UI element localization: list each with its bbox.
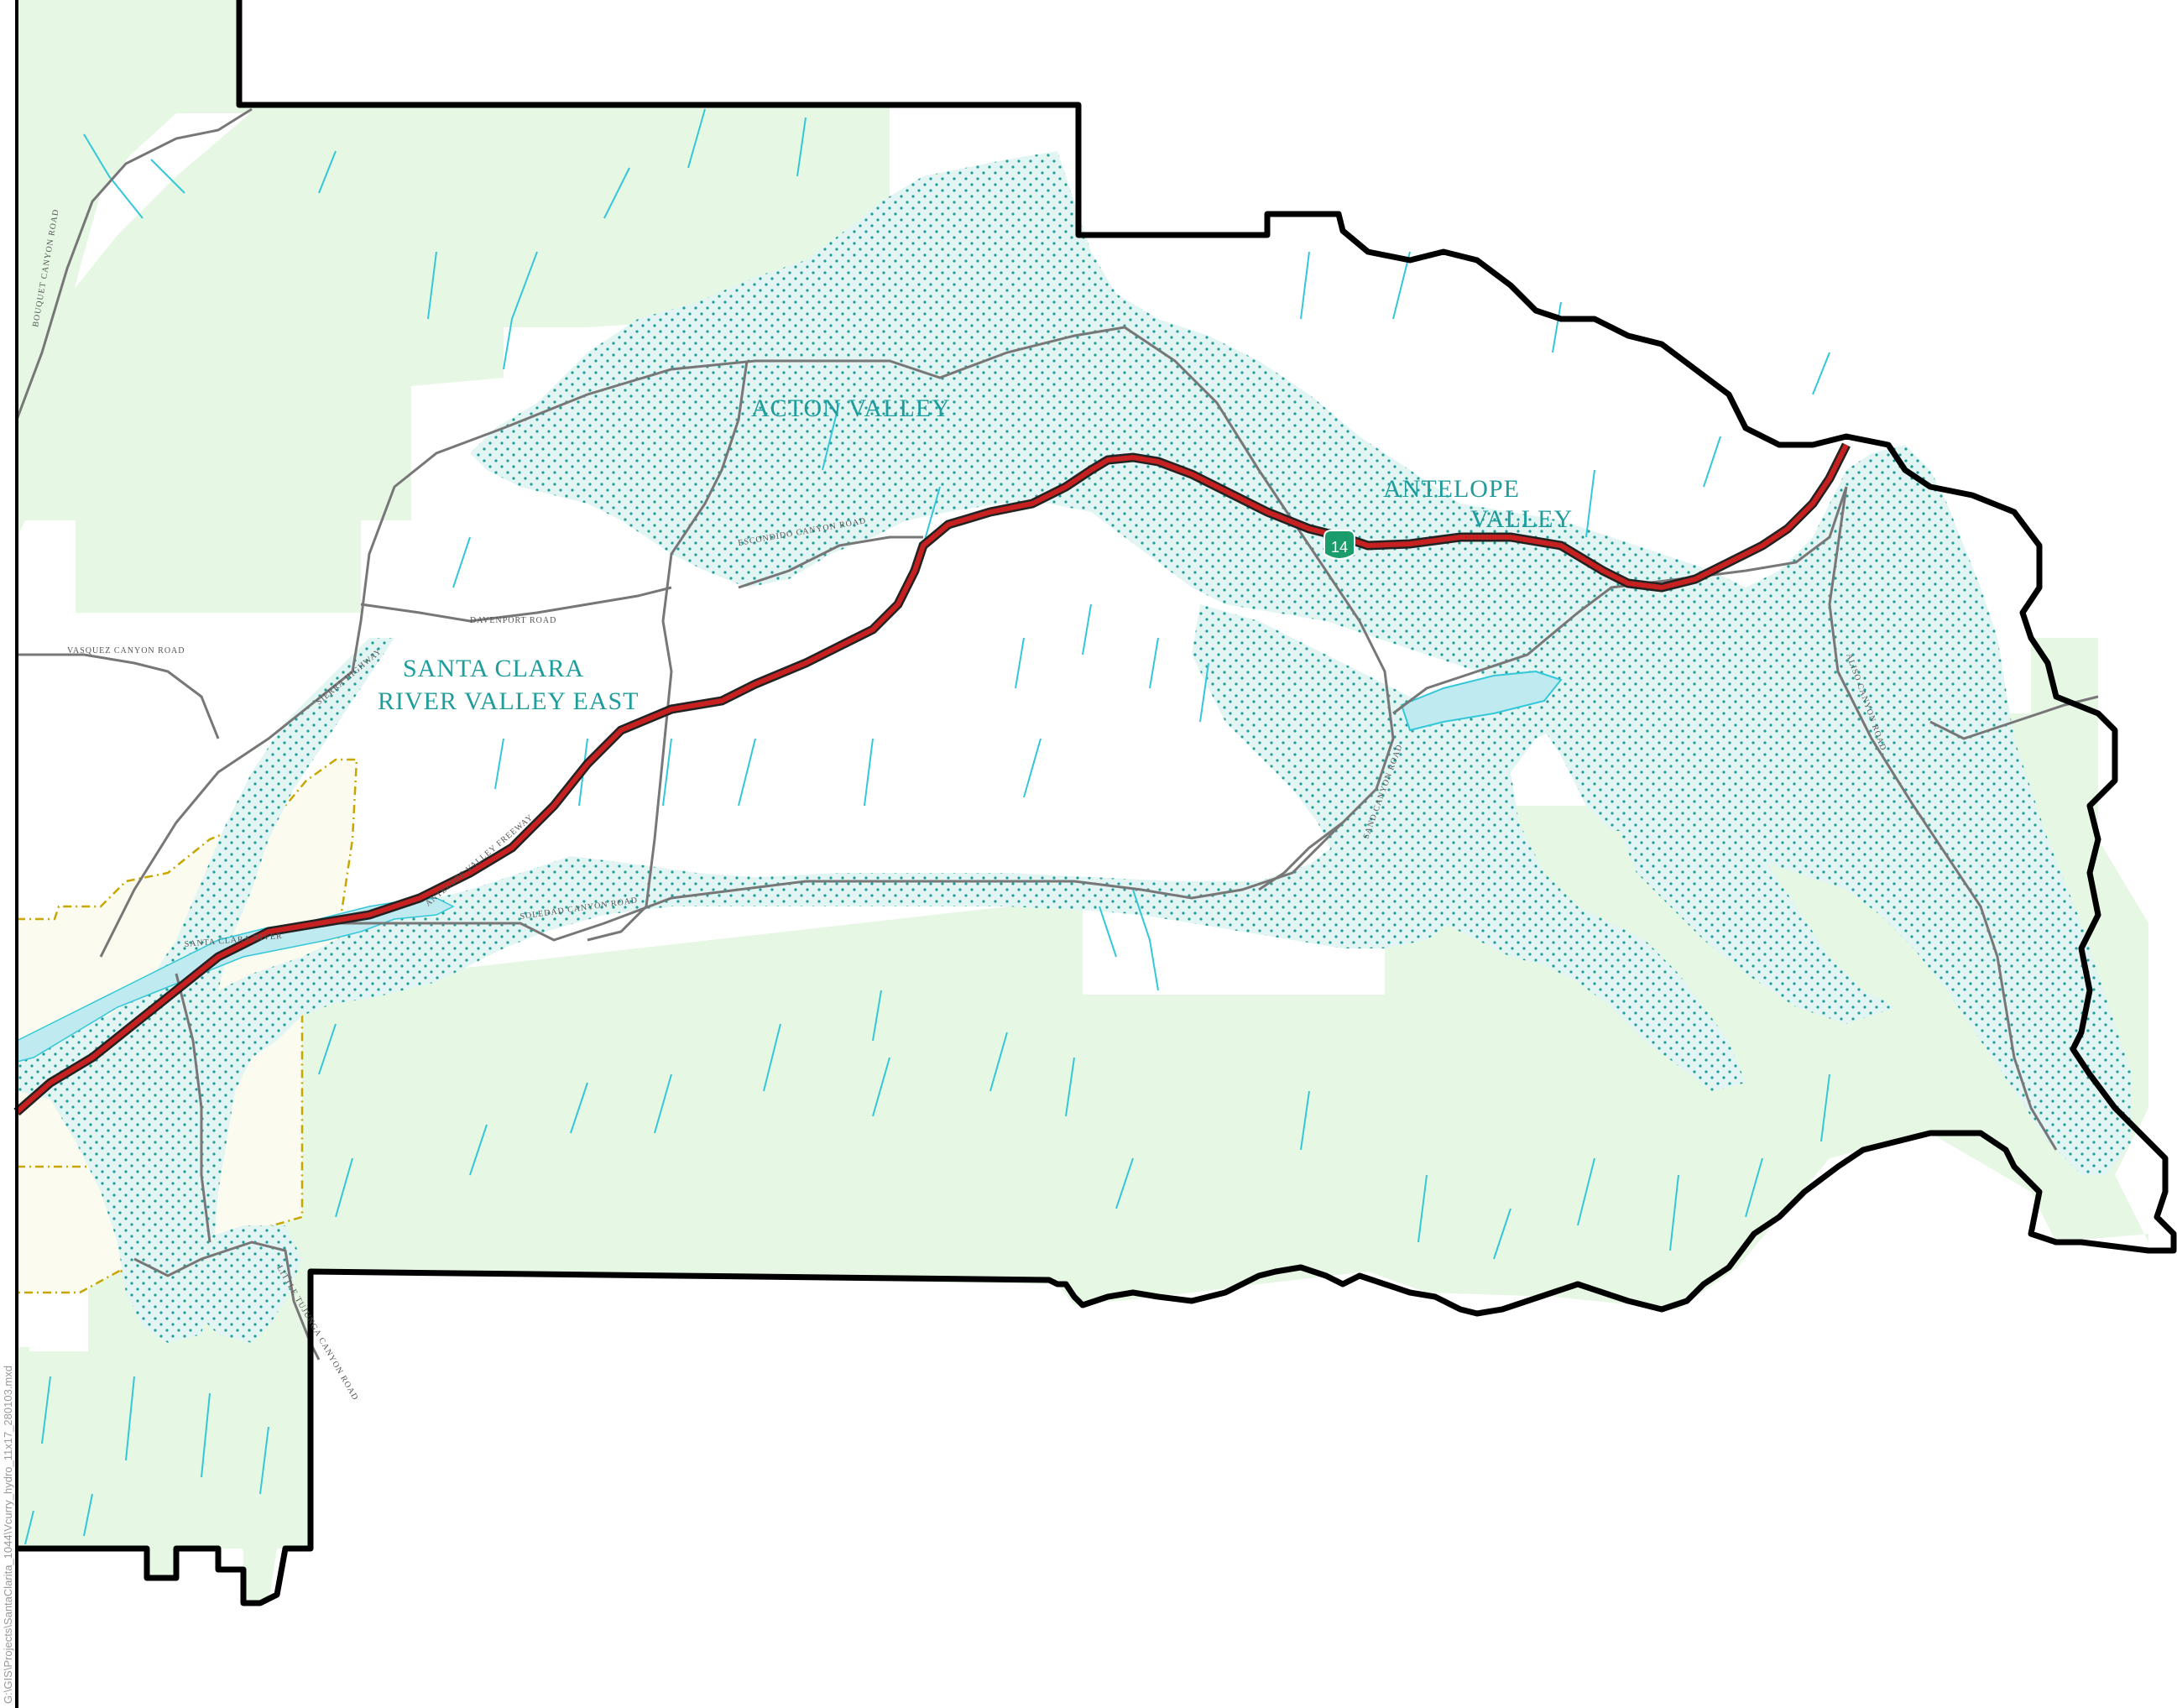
antelope-valley-freeway xyxy=(13,442,1851,1116)
davenport-road xyxy=(360,586,672,623)
water-features xyxy=(16,670,1563,1063)
vasquez-canyon-road xyxy=(17,653,220,739)
streams xyxy=(24,108,1830,1545)
antelope-valley-label-line1: ANTELOPE xyxy=(1383,475,1520,503)
bouquet-canyon-road xyxy=(15,107,253,420)
davenport-road-label: DAVENPORT ROAD xyxy=(470,616,556,625)
antelope-valley-label-line2: VALLEY xyxy=(1470,505,1573,533)
road-east xyxy=(1392,486,1848,715)
aliso-road xyxy=(1828,486,2058,1151)
escondido-road xyxy=(738,535,923,589)
santa-clara-label-line1: SANTA CLARA xyxy=(403,655,584,682)
soledad-canyon-road xyxy=(319,821,1344,942)
road-north-south xyxy=(587,360,749,942)
sierra-highway xyxy=(99,326,1395,958)
vasquez-canyon-road-label: VASQUEZ CANYON ROAD xyxy=(67,646,185,656)
santa-clara-label-line2: RIVER VALLEY EAST xyxy=(378,687,639,715)
planning-area-boundary xyxy=(15,0,2177,1708)
file-path-text: G:\GIS\Projects\SantaClarita_1044\Vcurry… xyxy=(2,1366,14,1704)
route-14-shield: 14 xyxy=(1323,530,1355,560)
road-santa-clara xyxy=(175,973,211,1243)
roads xyxy=(15,107,2099,1361)
acton-valley-label: ACTON VALLEY xyxy=(751,394,951,422)
route-number: 14 xyxy=(1331,539,1348,556)
